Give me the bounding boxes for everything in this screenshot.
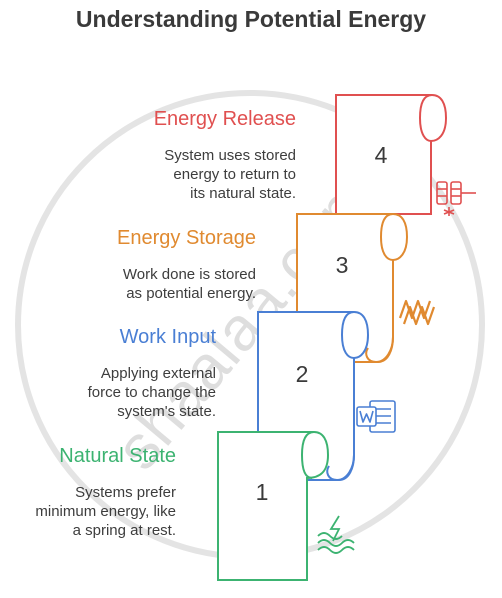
- step-3-scroll-bottom-curl: [365, 336, 394, 364]
- step-2-number: 2: [296, 361, 309, 387]
- step-3-scroll-curl: [379, 213, 394, 261]
- step-2-description-line: force to change the: [87, 384, 216, 401]
- step-4-scroll-shape: [335, 94, 448, 215]
- step-1-scroll-curl: [300, 431, 315, 479]
- water-energy-icon: [317, 515, 355, 554]
- step-2-description: Applying external force to change the sy…: [88, 364, 216, 421]
- step-1-scroll: [217, 431, 330, 581]
- page-title: Understanding Potential Energy: [75, 6, 427, 32]
- step-1-description-line: a spring at rest.: [72, 522, 176, 539]
- step-4-scroll: [335, 94, 448, 215]
- step-3-description-line: as potential energy.: [126, 285, 256, 302]
- step-3-heading: Energy Storage: [117, 227, 256, 249]
- step-1-number: 1: [256, 479, 269, 505]
- step-2-heading: Work Input: [119, 326, 216, 348]
- step-3-number: 3: [336, 252, 349, 278]
- step-2-scroll-bottom-curl: [326, 454, 355, 482]
- step-1-scroll-shape: [217, 431, 330, 581]
- step-4-number: 4: [375, 142, 388, 168]
- step-4-description: System uses stored energy to return to i…: [164, 146, 296, 203]
- step-1-description: Systems prefer minimum energy, like a sp…: [35, 483, 176, 540]
- step-2-description-line: system's state.: [117, 403, 216, 420]
- battery-release-icon: [436, 181, 476, 216]
- spring-coil-icon: [398, 299, 436, 326]
- step-4-description-line: System uses stored: [164, 147, 296, 164]
- step-3-description: Work done is stored as potential energy.: [123, 265, 256, 303]
- step-4-description-line: energy to return to: [173, 166, 296, 183]
- step-4-description-line: its natural state.: [190, 185, 296, 202]
- step-4-heading: Energy Release: [153, 108, 296, 130]
- step-2-scroll-curl: [340, 311, 355, 359]
- step-4-scroll-curl: [418, 94, 433, 142]
- step-1-description-line: minimum energy, like: [35, 503, 176, 520]
- step-3-description-line: Work done is stored: [122, 266, 256, 283]
- step-1-heading: Natural State: [59, 445, 176, 467]
- word-document-icon: [356, 400, 396, 433]
- step-1-description-line: Systems prefer: [75, 484, 176, 501]
- step-2-description-line: Applying external: [100, 365, 216, 382]
